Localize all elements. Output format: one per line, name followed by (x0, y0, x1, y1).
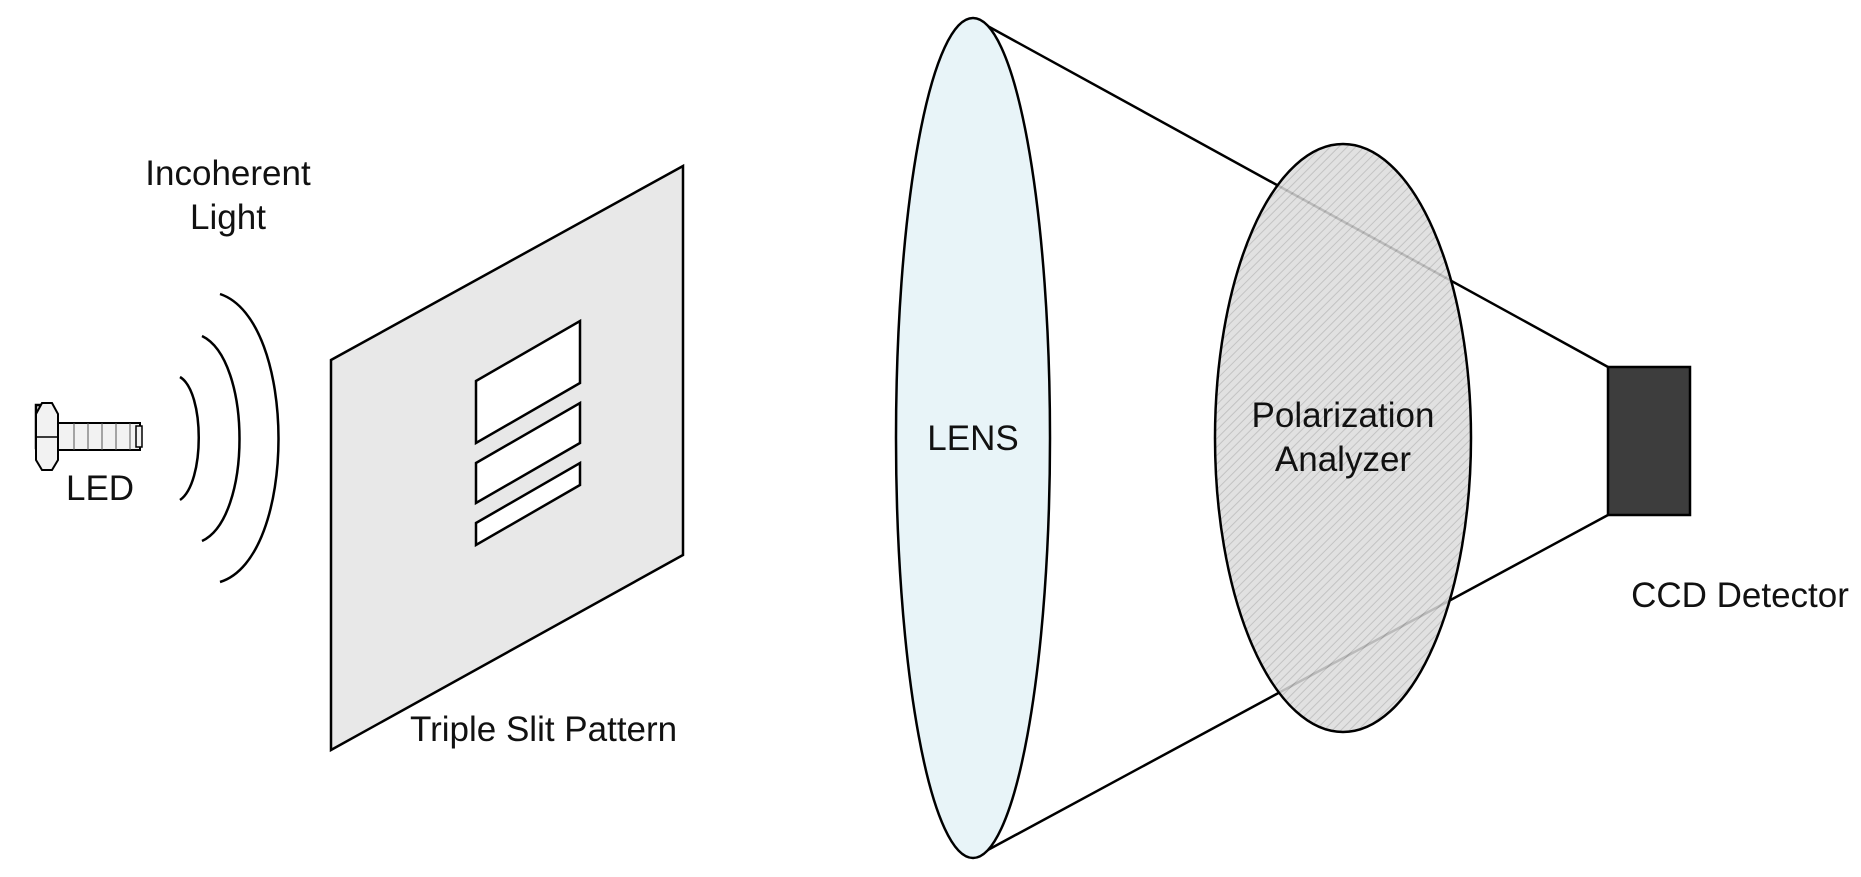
polarization-analyzer (1213, 142, 1473, 734)
incoherent-light-label-line2: Light (190, 198, 266, 237)
slit-3 (474, 460, 582, 548)
ccd-detector (1606, 365, 1692, 517)
light-wave-arcs-icon (179, 292, 280, 584)
incoherent-light-label-line1: Incoherent (145, 154, 311, 193)
ccd-detector-label: CCD Detector (1631, 576, 1849, 615)
led-label: LED (66, 469, 134, 508)
lens (894, 16, 1052, 860)
triple-slit-screen (329, 163, 685, 753)
slit-1 (474, 318, 582, 446)
triple-slit-pattern-label: Triple Slit Pattern (410, 710, 677, 749)
led-icon (34, 402, 143, 471)
polarization-analyzer-label-line1: Polarization (1252, 396, 1435, 435)
lens-label: LENS (927, 419, 1018, 458)
polarization-analyzer-label-line2: Analyzer (1275, 440, 1412, 479)
slit-2 (474, 400, 582, 506)
